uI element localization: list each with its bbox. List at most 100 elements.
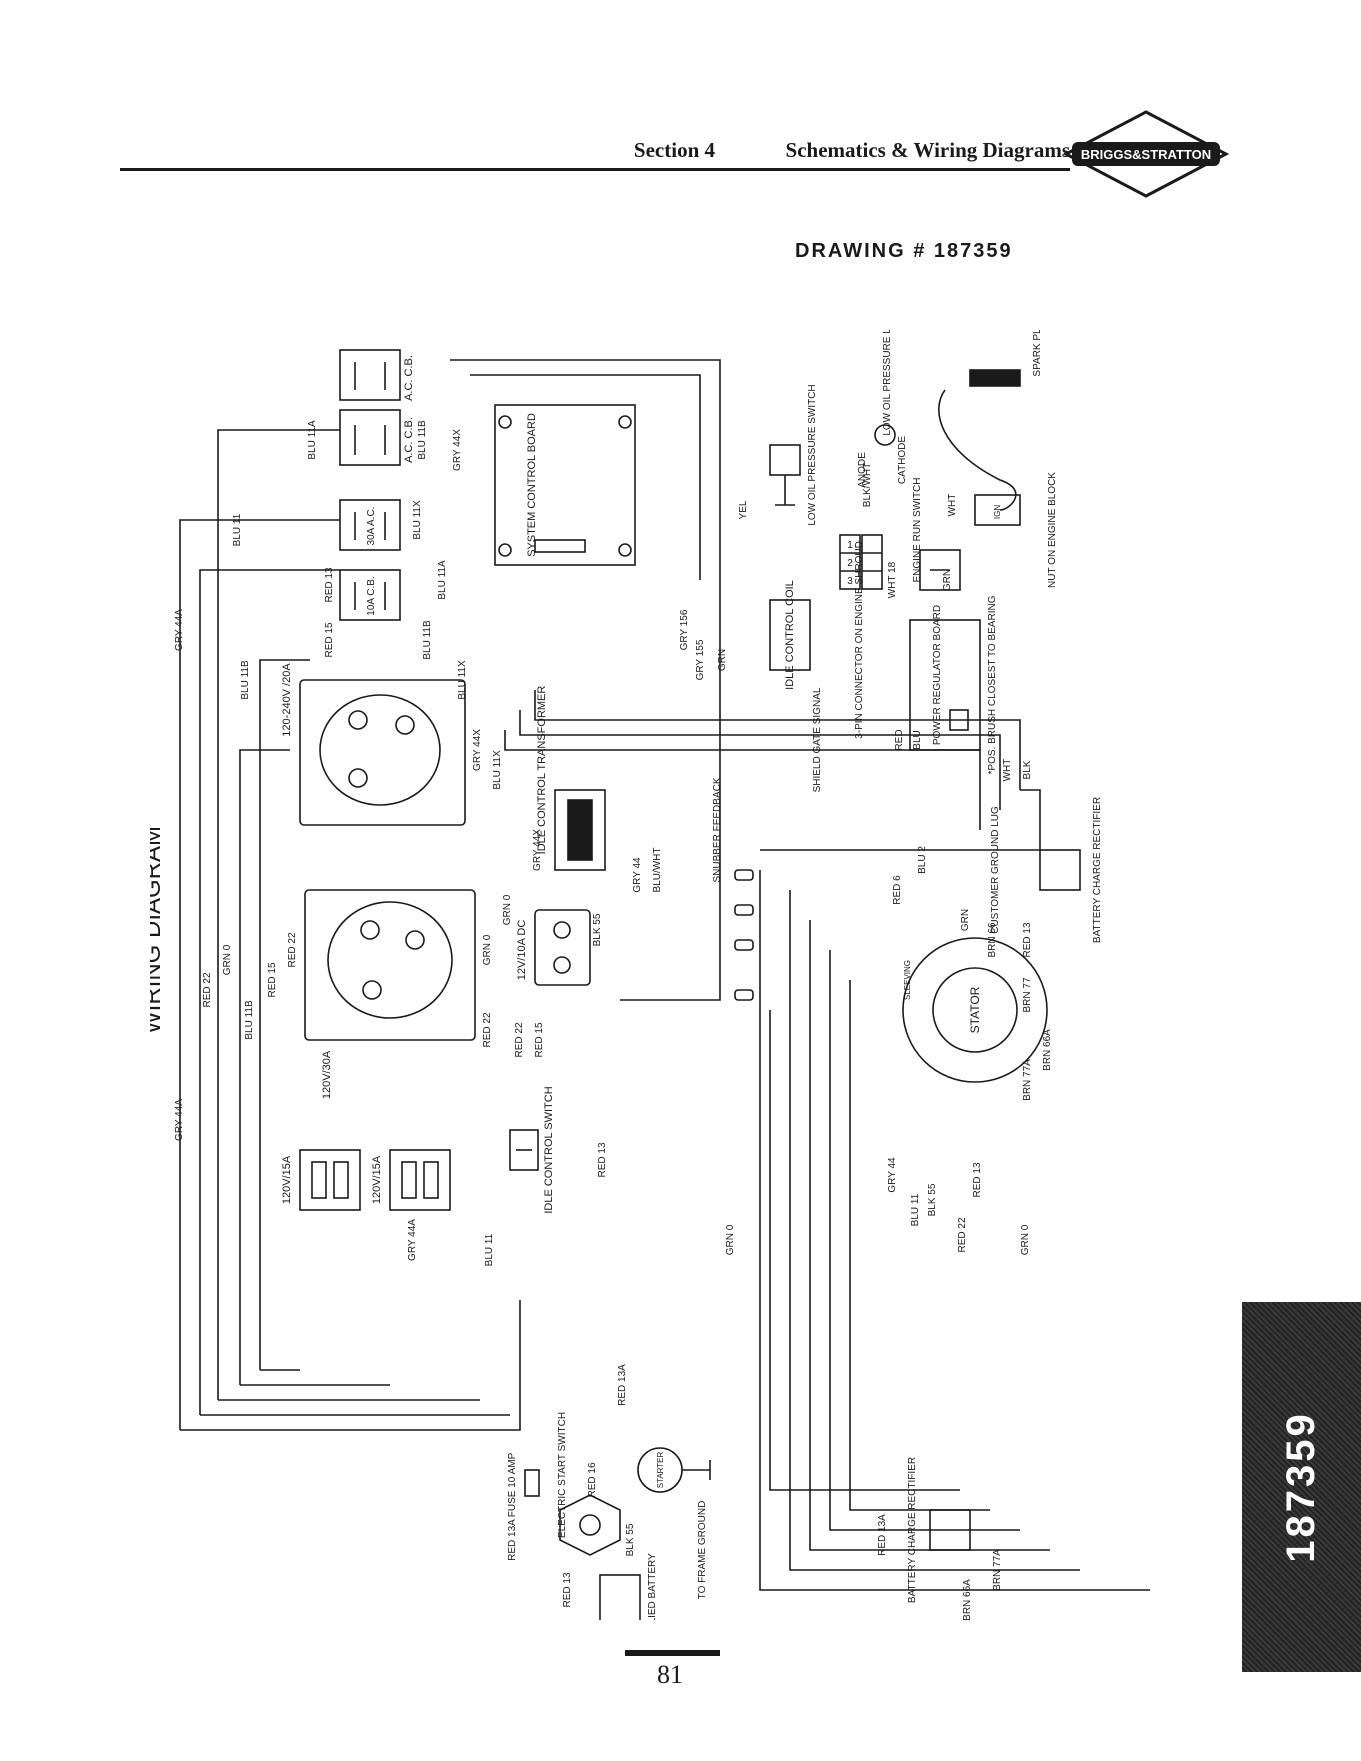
wire-label: BRN 77: [1022, 977, 1033, 1012]
svg-text:IDLE CONTROL TRANSFORMER: IDLE CONTROL TRANSFORMER: [536, 686, 548, 855]
wire-label: GRN: [717, 649, 728, 671]
outer-wires: [179, 359, 1150, 1591]
svg-text:SUPPLIED BATTERY: SUPPLIED BATTERY: [647, 1553, 658, 1620]
wire-label: BRN 66A: [962, 1579, 973, 1620]
wire-label: RED 22: [202, 972, 213, 1007]
svg-text:12V/10A DC: 12V/10A DC: [516, 920, 528, 981]
wire-label: GRN 0: [502, 894, 513, 925]
receptacle-120v-30a: 120V/30A: [304, 889, 476, 1099]
wire-label: BLU 11: [484, 1233, 495, 1266]
svg-text:A.C. C.B.: A.C. C.B.: [403, 355, 415, 401]
wire-label: BLU 11X: [492, 750, 503, 790]
three-pin-connector: 1 2 3 3-PIN CONNECTOR ON ENGINE SHROUD: [839, 534, 883, 739]
receptacle-120v-15a-1: 120V/15A: [281, 1149, 361, 1211]
wire-label: RED 6: [892, 875, 903, 905]
section-label: Section 4: [633, 138, 715, 162]
svg-text:IDLE CONTROL COIL: IDLE CONTROL COIL: [784, 580, 796, 690]
wire-label: GRY 44X: [472, 729, 483, 771]
wire-label: RED 22: [482, 1012, 493, 1047]
wire-label: RED 13: [972, 1162, 983, 1197]
wire-label: GRY 44A: [407, 1219, 418, 1261]
svg-text:120V/15A: 120V/15A: [371, 1155, 383, 1204]
circuit-breaker-30a: 30A A.C.: [339, 499, 401, 551]
svg-text:*POS. BRUSH CLOSEST TO BEARING: *POS. BRUSH CLOSEST TO BEARING: [987, 595, 998, 774]
wire-label: GRY 44A: [174, 1099, 185, 1141]
idle-control-transformer: IDLE CONTROL TRANSFORMER: [536, 686, 606, 871]
receptacle-120v-15a-2: 120V/15A: [371, 1149, 451, 1211]
wire-label: BLU 11B: [240, 660, 251, 700]
svg-text:ENGINE RUN SWITCH: ENGINE RUN SWITCH: [912, 478, 923, 583]
wire-label: BLU 11X: [412, 500, 423, 540]
wire-label: RED 13: [597, 1142, 608, 1177]
svg-text:BATTERY CHARGE RECTIFIER: BATTERY CHARGE RECTIFIER: [907, 1457, 918, 1603]
wire-label: BLU 2: [917, 846, 928, 874]
header-rule: [120, 168, 1070, 171]
wire-label: GRN: [942, 569, 953, 591]
wire-label: GRY 44X: [532, 829, 543, 871]
svg-text:CATHODE: CATHODE: [897, 436, 908, 484]
wire-label: GRY 44: [632, 857, 643, 893]
wire-labels: BLU 11 RED 13 GRY 44A BLU 11B RED 15 BLU…: [174, 420, 1053, 1620]
wire-label: RED: [894, 729, 905, 750]
wire-label: BLK: [1022, 760, 1033, 779]
svg-text:2: 2: [847, 558, 853, 569]
svg-text:SLEEVING: SLEEVING: [903, 960, 912, 1000]
circuit-breaker-10a: 10A C.B.: [339, 569, 401, 621]
battery-charge-rectifier-1: BATTERY CHARGE RECTIFIER: [1039, 797, 1103, 943]
wire-label: BLU 11B: [422, 620, 433, 660]
wire-label: RED 15: [324, 622, 335, 657]
wire-label: RED 15: [267, 962, 278, 997]
svg-text:3: 3: [847, 576, 853, 587]
svg-text:SPARK PLUG: SPARK PLUG: [1032, 330, 1043, 377]
section-title: Schematics & Wiring Diagrams: [785, 138, 1070, 162]
drawing-number: DRAWING # 187359: [795, 240, 1013, 262]
idle-control-switch: IDLE CONTROL SWITCH: [509, 1086, 555, 1214]
svg-text:A.C. C.B.: A.C. C.B.: [403, 417, 415, 463]
wire-label: BLK 55: [625, 1523, 636, 1556]
svg-text:ELECTRIC START SWITCH: ELECTRIC START SWITCH: [557, 1412, 568, 1538]
shield-gate-signal-label: SHIELD GATE SIGNAL: [812, 687, 823, 792]
wire-label: RED 13A: [617, 1364, 628, 1406]
fuse: FUSE 10 AMP: [507, 1452, 540, 1517]
svg-text:30A A.C.: 30A A.C.: [366, 507, 377, 546]
wire-label: BLU 11B: [244, 1000, 255, 1040]
wire-label: BLK 55: [927, 1183, 938, 1216]
system-control-board: SYSTEM CONTROL BOARD: [494, 404, 636, 566]
wire-label: RED 13A: [507, 1519, 518, 1561]
electric-start-switch: ELECTRIC START SWITCH: [557, 1412, 621, 1556]
svg-text:120V/15A: 120V/15A: [281, 1155, 293, 1204]
supplied-battery: SUPPLIED BATTERY TO FRAME GROUND: [599, 1501, 708, 1620]
svg-text:120-240V /20A: 120-240V /20A: [281, 663, 293, 737]
wire-label: RED 13A: [877, 1514, 888, 1556]
wire-label: BRN 66: [987, 922, 998, 957]
wire-label: GRN 0: [222, 944, 233, 975]
wire-label: GRY 44X: [452, 429, 463, 471]
snubber-connectors: [734, 869, 754, 1001]
wire-label: YEL: [738, 500, 749, 519]
svg-text:SYSTEM CONTROL BOARD: SYSTEM CONTROL BOARD: [526, 413, 538, 557]
spark-plug: SPARK PLUG: [938, 330, 1043, 511]
customer-ground-lug-label: CUSTOMER GROUND LUG: [990, 806, 1001, 934]
wiring-diagram: WIRING DIAGRAM A.C. C.B. A.C. C.B.: [150, 330, 1150, 1620]
wire-label: RED 13: [1022, 922, 1033, 957]
wire-label: GRN 0: [725, 1224, 736, 1255]
page-number-bar: [625, 1650, 720, 1656]
svg-text:3-PIN CONNECTOR ON ENGINE SHRO: 3-PIN CONNECTOR ON ENGINE SHROUD: [854, 541, 865, 739]
wire-label: WHT: [1002, 759, 1013, 782]
wire-label: BLU 11A: [307, 420, 318, 460]
wire-label: RED 22: [514, 1022, 525, 1057]
wire-label: GRN 0: [482, 934, 493, 965]
wire-label: GRN 0: [1020, 1224, 1031, 1255]
svg-text:LOW OIL PRESSURE SWITCH: LOW OIL PRESSURE SWITCH: [807, 384, 818, 525]
page-header: Section 4 Schematics & Wiring Diagrams: [120, 128, 1070, 171]
stator: STATOR SLEEVING: [902, 937, 1048, 1083]
wire-label: BLU 11: [910, 1193, 921, 1226]
wire-label: BLK 55: [592, 913, 603, 946]
diagram-title: WIRING DIAGRAM: [150, 826, 166, 1034]
svg-text:IGN: IGN: [993, 505, 1002, 519]
idle-control-coil: IDLE CONTROL COIL: [769, 580, 811, 690]
engine-run-switch: ENGINE RUN SWITCH: [912, 478, 961, 591]
wire-label: BRN 66A: [1042, 1029, 1053, 1071]
circuit-breaker-ac-1: A.C. C.B.: [339, 349, 415, 401]
wire-label: WHT 18: [887, 561, 898, 598]
